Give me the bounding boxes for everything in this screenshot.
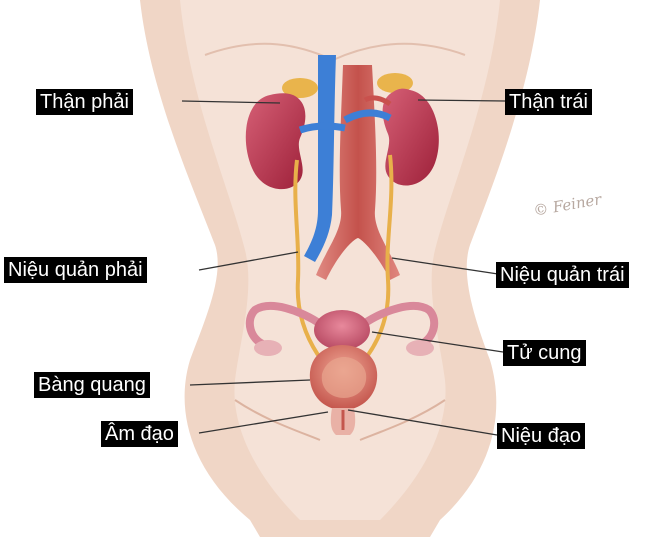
- label-left-ureter: Niệu quản trái: [496, 262, 629, 288]
- label-uterus: Tử cung: [503, 340, 586, 366]
- right-ovary: [254, 340, 282, 356]
- label-bladder: Bàng quang: [34, 372, 150, 398]
- label-right-kidney: Thận phải: [36, 89, 133, 115]
- right-renal-vessel: [300, 126, 345, 130]
- label-left-kidney: Thận trái: [505, 89, 592, 115]
- left-ovary: [406, 340, 434, 356]
- label-urethra: Niệu đạo: [497, 423, 585, 449]
- label-vagina: Âm đạo: [101, 421, 178, 447]
- label-right-ureter: Niệu quản phải: [4, 257, 147, 283]
- bladder-inner: [322, 357, 366, 398]
- uterus: [314, 310, 370, 350]
